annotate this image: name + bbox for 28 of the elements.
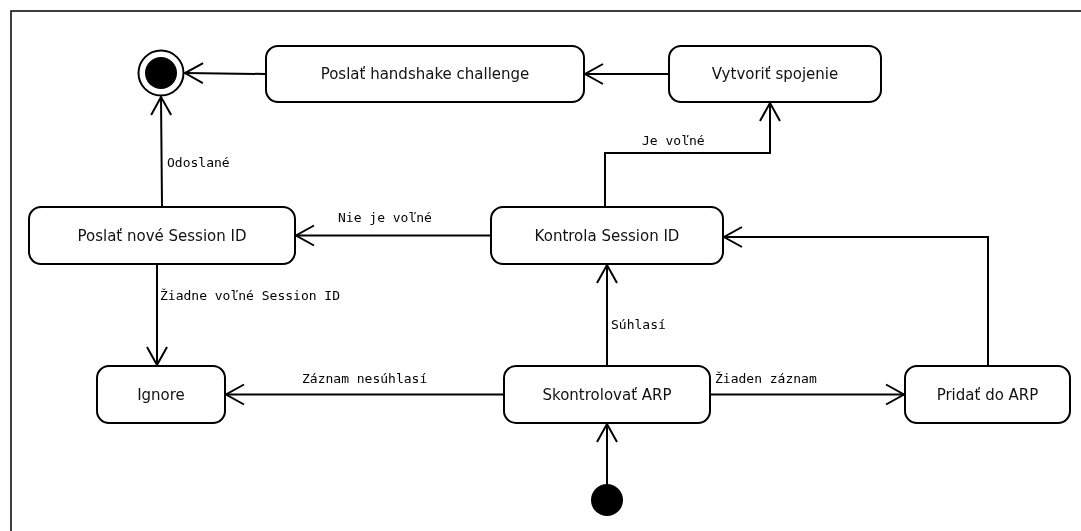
action-label: Poslať nové Session ID [77,226,247,245]
action-box [503,365,711,424]
action-label: Vytvoriť spojenie [711,65,839,83]
arrow [723,226,989,366]
edge-label: Nie je voľné [336,210,434,226]
arrow [150,96,173,207]
arrow [710,383,905,406]
arrow [584,63,669,85]
action-label: Ignore [137,385,185,404]
action-box [28,206,296,265]
action-label: Pridať do ARP [936,385,1039,404]
final-state-circle [137,49,185,97]
arrow [146,264,168,366]
arrow [596,264,618,366]
arrow [596,423,618,485]
action-box [96,365,226,424]
action-box [265,45,585,103]
action-box [904,365,1071,424]
action-label: Skontrolovať ARP [542,385,672,404]
initial-state-dot [591,484,623,516]
arrow [604,102,781,207]
action-label: Poslať handshake challenge [320,65,530,83]
action-box [490,206,724,265]
arrow [225,383,504,406]
action-label: Kontrola Session ID [534,226,680,245]
action-box [668,45,882,103]
arrow [295,224,491,247]
arrow [184,62,266,85]
